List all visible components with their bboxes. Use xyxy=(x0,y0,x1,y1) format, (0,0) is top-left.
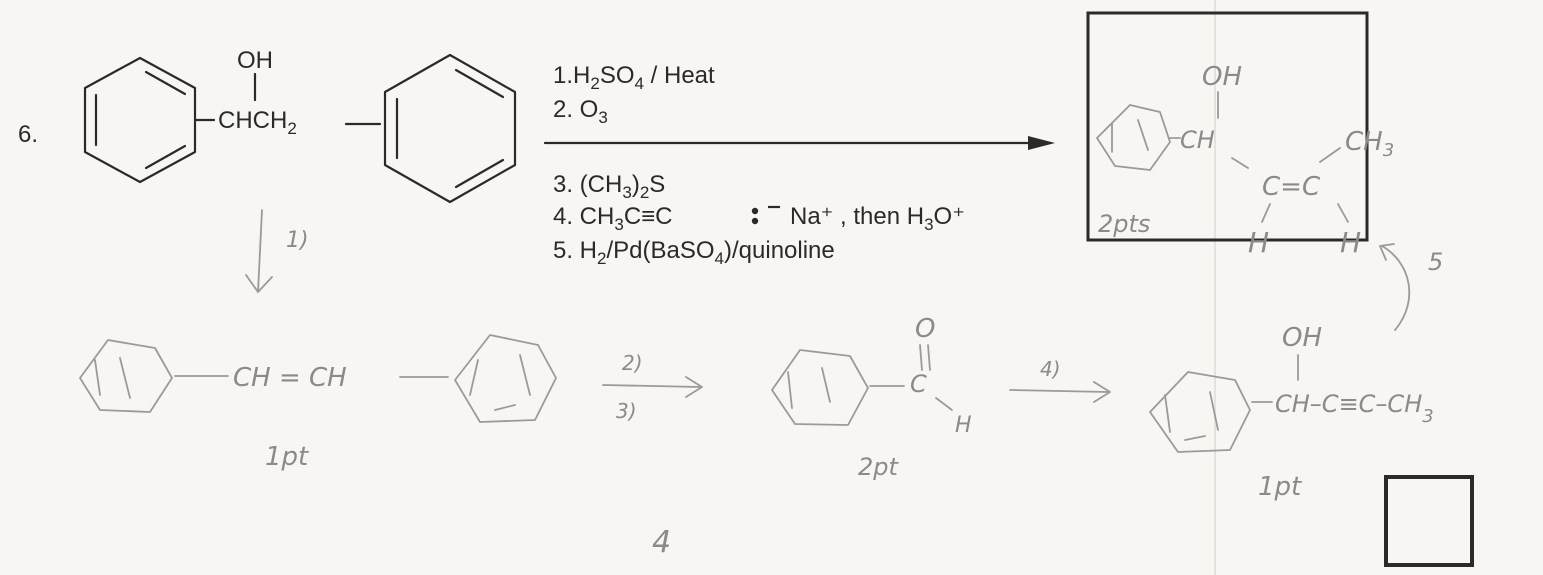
answer-bond-h-right xyxy=(1337,203,1349,223)
lone-pair-dots xyxy=(751,207,759,225)
problem-number: 6. xyxy=(18,121,38,148)
aldehyde-phenyl-ring xyxy=(771,349,869,426)
answer-h-right: H xyxy=(1340,226,1361,259)
step1-label: 1) xyxy=(286,228,309,253)
reagent-step-1: 1.H2SO4 / Heat xyxy=(553,62,715,93)
stilbene-ring-right xyxy=(454,334,557,423)
stilbene-ring-left xyxy=(79,339,173,413)
aldehyde-o: O xyxy=(915,314,935,344)
alkyne-phenyl-ring xyxy=(1149,371,1251,453)
aldehyde-bond-c-h xyxy=(935,397,953,411)
start-chain-label: CHCH2 xyxy=(218,107,297,138)
aldehyde-co-bond-1 xyxy=(919,344,923,371)
aldehyde-h: H xyxy=(955,413,972,438)
total-score: 4 xyxy=(652,525,671,560)
reagent-step-3: 3. (CH3)2S xyxy=(553,171,665,202)
aldehyde-points: 2pt xyxy=(858,453,900,481)
answer-ch3: CH3 xyxy=(1345,127,1394,161)
answer-alkene: C=C xyxy=(1262,172,1321,202)
answer-bond-ch-alkene xyxy=(1231,157,1249,169)
alkyne-chain: CH–C≡C–CH3 xyxy=(1275,390,1434,427)
aldehyde-co-bond-2 xyxy=(927,344,931,371)
answer-ch: CH xyxy=(1180,126,1215,154)
arrow-label-3: 3) xyxy=(616,399,637,423)
answer-bond-h-left xyxy=(1261,203,1271,223)
reagent-step-5: 5. H2/Pd(BaSO4)/quinoline xyxy=(553,237,835,268)
arrow-label-2: 2) xyxy=(622,351,643,375)
answer-h-left: H xyxy=(1248,226,1269,259)
reagent-step-2: 2. O3 xyxy=(553,96,608,127)
benzene-ring-right xyxy=(383,53,517,204)
start-oh-label: OH xyxy=(237,47,273,74)
benzene-ring-left xyxy=(83,56,197,184)
main-reaction-arrow xyxy=(543,136,1055,150)
arrow-steps-2-3 xyxy=(602,376,703,398)
alkyne-points: 1pt xyxy=(1258,472,1302,502)
answer-points: 2pts xyxy=(1098,210,1150,238)
answer-box xyxy=(1086,11,1369,242)
stilbene-points: 1pt xyxy=(265,442,309,472)
answer-bond-c-ch3 xyxy=(1319,147,1341,163)
answer-oh: OH xyxy=(1202,62,1242,92)
score-box xyxy=(1384,475,1474,567)
aldehyde-c: C xyxy=(910,370,927,398)
reagent-step-4: 4. CH3C≡C xyxy=(553,203,673,234)
step5-pointer-label: 5 xyxy=(1428,248,1443,276)
alkyne-oh: OH xyxy=(1282,323,1322,353)
answer-phenyl-ring xyxy=(1096,104,1171,171)
step1-down-arrow xyxy=(245,209,273,293)
stilbene-chain: CH = CH xyxy=(233,363,347,393)
arrow-label-4: 4) xyxy=(1040,357,1061,381)
arrow-step-4 xyxy=(1009,381,1111,403)
step5-pointer-arrow xyxy=(1379,243,1411,331)
reagent-step-4-tail: Na⁺ , then H3O⁺ xyxy=(790,203,965,234)
